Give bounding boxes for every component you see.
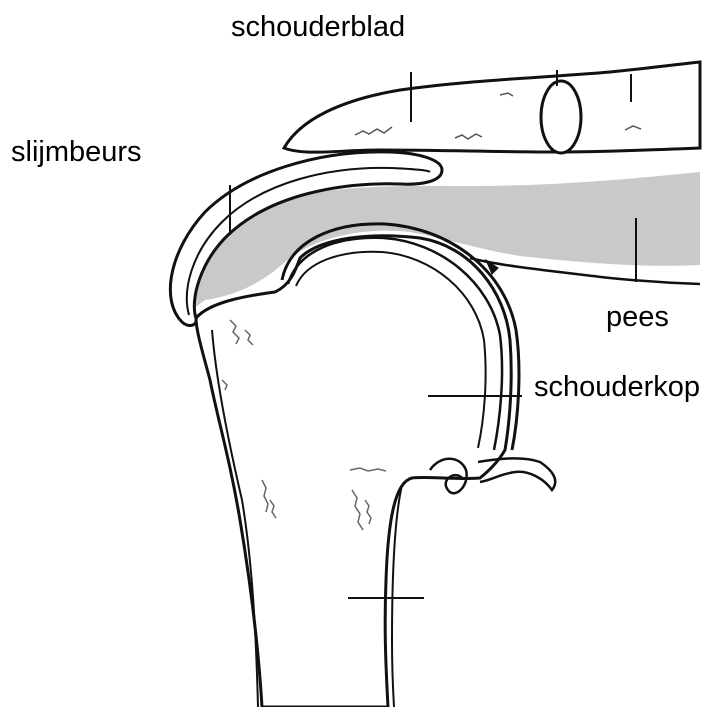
label-schouderblad: schouderblad — [231, 13, 405, 42]
scapula-joint — [541, 81, 581, 153]
humerus-cortex-right — [392, 485, 402, 707]
label-pees: pees — [606, 303, 669, 332]
scapula-shape — [284, 62, 700, 152]
label-schouderkop: schouderkop — [534, 373, 700, 402]
humerus-outline — [196, 236, 511, 707]
label-slijmbeurs: slijmbeurs — [11, 138, 142, 167]
